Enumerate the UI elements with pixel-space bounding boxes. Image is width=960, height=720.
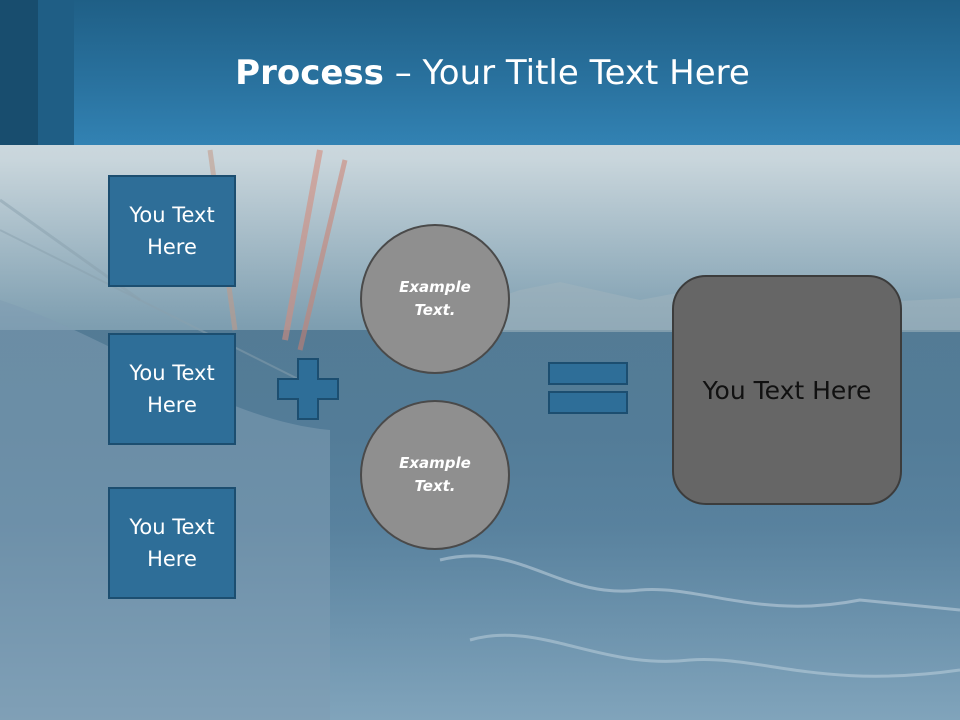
- left-text-box-3[interactable]: You Text Here: [108, 487, 236, 599]
- left-text-box-2[interactable]: You Text Here: [108, 333, 236, 445]
- slide-title[interactable]: Process – Your Title Text Here: [0, 48, 960, 98]
- plus-icon: [277, 358, 339, 420]
- title-bold: Process: [235, 53, 384, 93]
- example-circle-1[interactable]: Example Text.: [360, 224, 510, 374]
- left-text-box-1[interactable]: You Text Here: [108, 175, 236, 287]
- result-box[interactable]: You Text Here: [672, 275, 902, 505]
- example-circle-2[interactable]: Example Text.: [360, 400, 510, 550]
- header-accent-stripe: [0, 0, 38, 145]
- title-rest: Your Title Text Here: [422, 53, 750, 93]
- title-dash: –: [383, 53, 423, 93]
- title-bar: Process – Your Title Text Here: [0, 0, 960, 145]
- header-accent-stripe-light: [38, 0, 74, 145]
- equals-icon: [548, 362, 628, 414]
